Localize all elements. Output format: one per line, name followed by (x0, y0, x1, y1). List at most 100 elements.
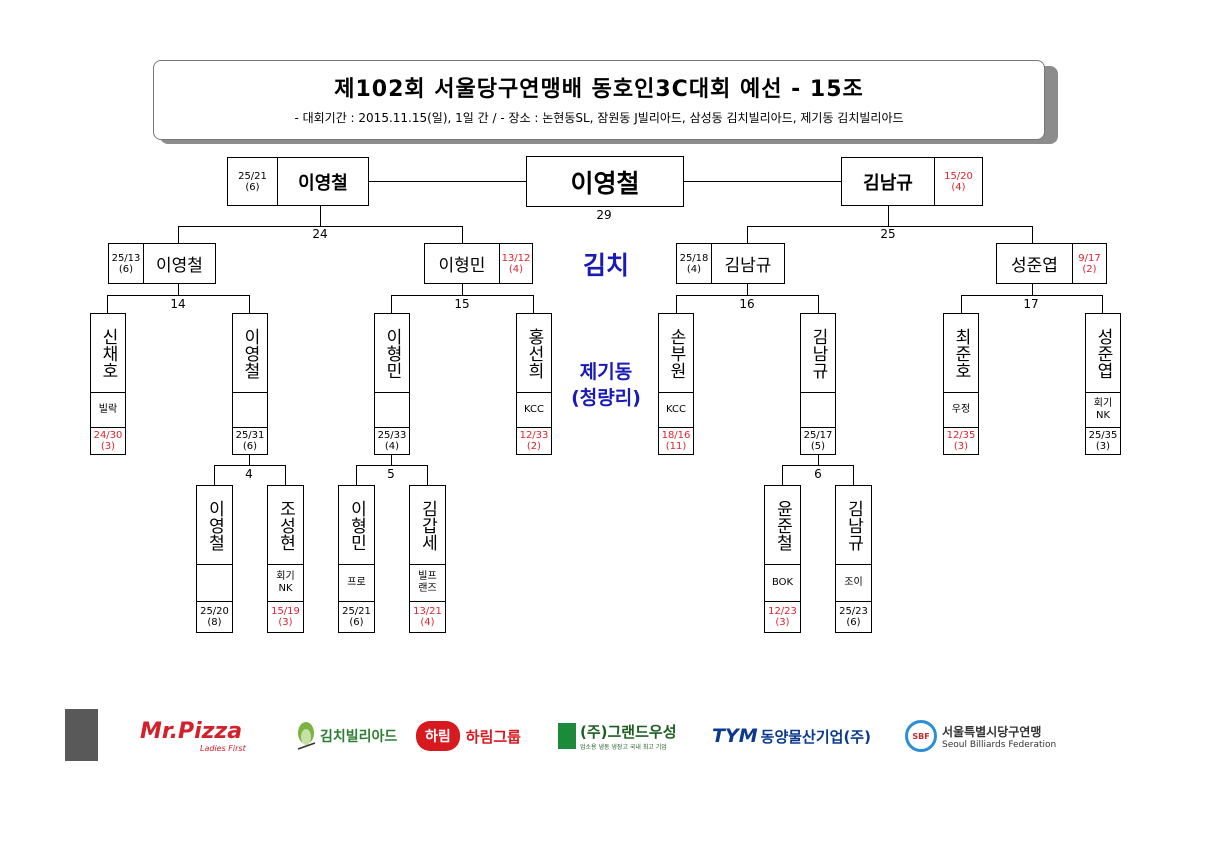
match-number: 14 (170, 297, 186, 311)
line (178, 226, 463, 227)
line (178, 284, 179, 295)
quarter-name: 이형민 (438, 256, 486, 276)
line (391, 295, 392, 313)
line (356, 465, 428, 466)
quarter-score: 13/12(4) (499, 244, 532, 283)
line (249, 455, 250, 465)
footer-block (65, 709, 98, 761)
quarter-name: 김남규 (711, 244, 784, 283)
player-name: 김갑세 (417, 499, 438, 551)
player-club: KCC (517, 392, 551, 427)
player-club: 조이 (836, 564, 871, 601)
quarter-box-1: 25/13(6) 이영철 (108, 243, 216, 284)
tym-logo: TYM 동양물산기업(주) (712, 716, 892, 756)
quarter-box-2: 이형민 13/12(4) (424, 243, 533, 284)
cabbage-icon (297, 722, 316, 750)
match-number: 6 (814, 467, 822, 481)
line (462, 226, 463, 243)
player-name: 이형민 (346, 499, 367, 551)
player-card: 손부원 KCC 18/16(11) (658, 313, 694, 455)
player-name: 이형민 (382, 327, 402, 379)
line (782, 465, 783, 485)
leaf-icon (558, 723, 576, 749)
player-name: 최준호 (951, 327, 971, 379)
player-score: 25/20(8) (197, 601, 232, 632)
player-card: 조성현 회기NK 15/19(3) (267, 485, 304, 633)
line (285, 465, 286, 485)
line (888, 206, 889, 226)
player-score: 25/35(3) (1086, 427, 1120, 454)
line (369, 181, 526, 182)
player-name: 홍선희 (524, 327, 544, 379)
line (684, 181, 841, 182)
sbf-emblem-text: SBF (912, 731, 930, 741)
winner-box: 이영철 (526, 156, 684, 207)
line (214, 465, 286, 466)
quarter-score: 9/17(2) (1072, 244, 1106, 283)
kimchi-billiards-text: 김치빌리아드 (320, 729, 398, 745)
quarter-name: 성준엽 (1011, 256, 1058, 276)
player-card: 최준호 우정 12/35(3) (943, 313, 979, 455)
final-right-name: 김남규 (863, 172, 913, 194)
line (676, 295, 819, 296)
player-name: 김남규 (843, 499, 864, 551)
player-score: 12/23(3) (765, 601, 800, 632)
line (676, 295, 677, 313)
player-club (233, 392, 267, 427)
harim-logo: 하림 하림그룹 (416, 716, 541, 756)
player-card: 이형민 25/33(4) (374, 313, 410, 455)
venue-label: (청량리) (571, 387, 641, 409)
line (391, 295, 534, 296)
player-club: 빌프랜즈 (410, 564, 445, 601)
player-card: 김남규 조이 25/23(6) (835, 485, 872, 633)
final-right-box: 김남규 15/20(4) (841, 157, 983, 206)
player-club: 프로 (339, 564, 374, 601)
sbf-subtext: Seoul Billiards Federation (942, 739, 1057, 750)
line (747, 226, 748, 243)
player-name: 윤준철 (772, 499, 793, 551)
line (249, 295, 250, 313)
title-box: 제102회 서울당구연맹배 동호인3C대회 예선 - 15조 - 대회기간 : … (153, 60, 1045, 140)
line (961, 295, 1103, 296)
line (782, 465, 854, 466)
grand-woosung-logo: (주)그랜드우성 업소용 냉동 냉장고 국내 최고 기업 (558, 716, 698, 756)
grand-woosung-text-group: (주)그랜드우성 업소용 냉동 냉장고 국내 최고 기업 (580, 721, 677, 751)
player-name: 김남규 (808, 327, 828, 379)
player-score: 15/19(3) (268, 601, 303, 632)
match-number: 5 (387, 467, 395, 481)
grand-woosung-subtext: 업소용 냉동 냉장고 국내 최고 기업 (580, 744, 667, 751)
player-club: 회기NK (1086, 392, 1120, 427)
line (427, 465, 428, 485)
player-club: KCC (659, 392, 693, 427)
player-score: 25/31(6) (233, 427, 267, 454)
player-card: 이영철 25/31(6) (232, 313, 268, 455)
match-number: 24 (312, 227, 328, 241)
player-score: 12/35(3) (944, 427, 978, 454)
player-card: 신채호 빌락 24/30(3) (90, 313, 126, 455)
winner-name: 이영철 (570, 168, 640, 198)
quarter-score: 25/18(4) (679, 252, 709, 275)
sbf-emblem-icon: SBF (905, 720, 937, 752)
player-score: 13/21(4) (410, 601, 445, 632)
line (320, 206, 321, 226)
line (178, 226, 179, 243)
line (1032, 226, 1033, 243)
mrpizza-logo: Mr.Pizza Ladies First (140, 716, 275, 756)
mrpizza-logo-text: Mr.Pizza (140, 718, 243, 744)
match-number: 16 (739, 297, 755, 311)
tym-mark: TYM (712, 725, 758, 747)
final-right-score: 15/20(4) (934, 158, 982, 205)
harim-badge: 하림 (416, 721, 460, 751)
player-club (801, 392, 835, 427)
final-left-box: 25/21(6) 이영철 (227, 157, 369, 206)
player-card: 김갑세 빌프랜즈 13/21(4) (409, 485, 446, 633)
match-number: 29 (596, 208, 612, 222)
line (462, 284, 463, 295)
quarter-name: 이영철 (143, 244, 215, 283)
line (107, 295, 250, 296)
page-title: 제102회 서울당구연맹배 동호인3C대회 예선 - 15조 (334, 77, 864, 102)
line (747, 284, 748, 295)
tym-text: 동양물산기업(주) (760, 727, 871, 746)
line (747, 226, 1033, 227)
